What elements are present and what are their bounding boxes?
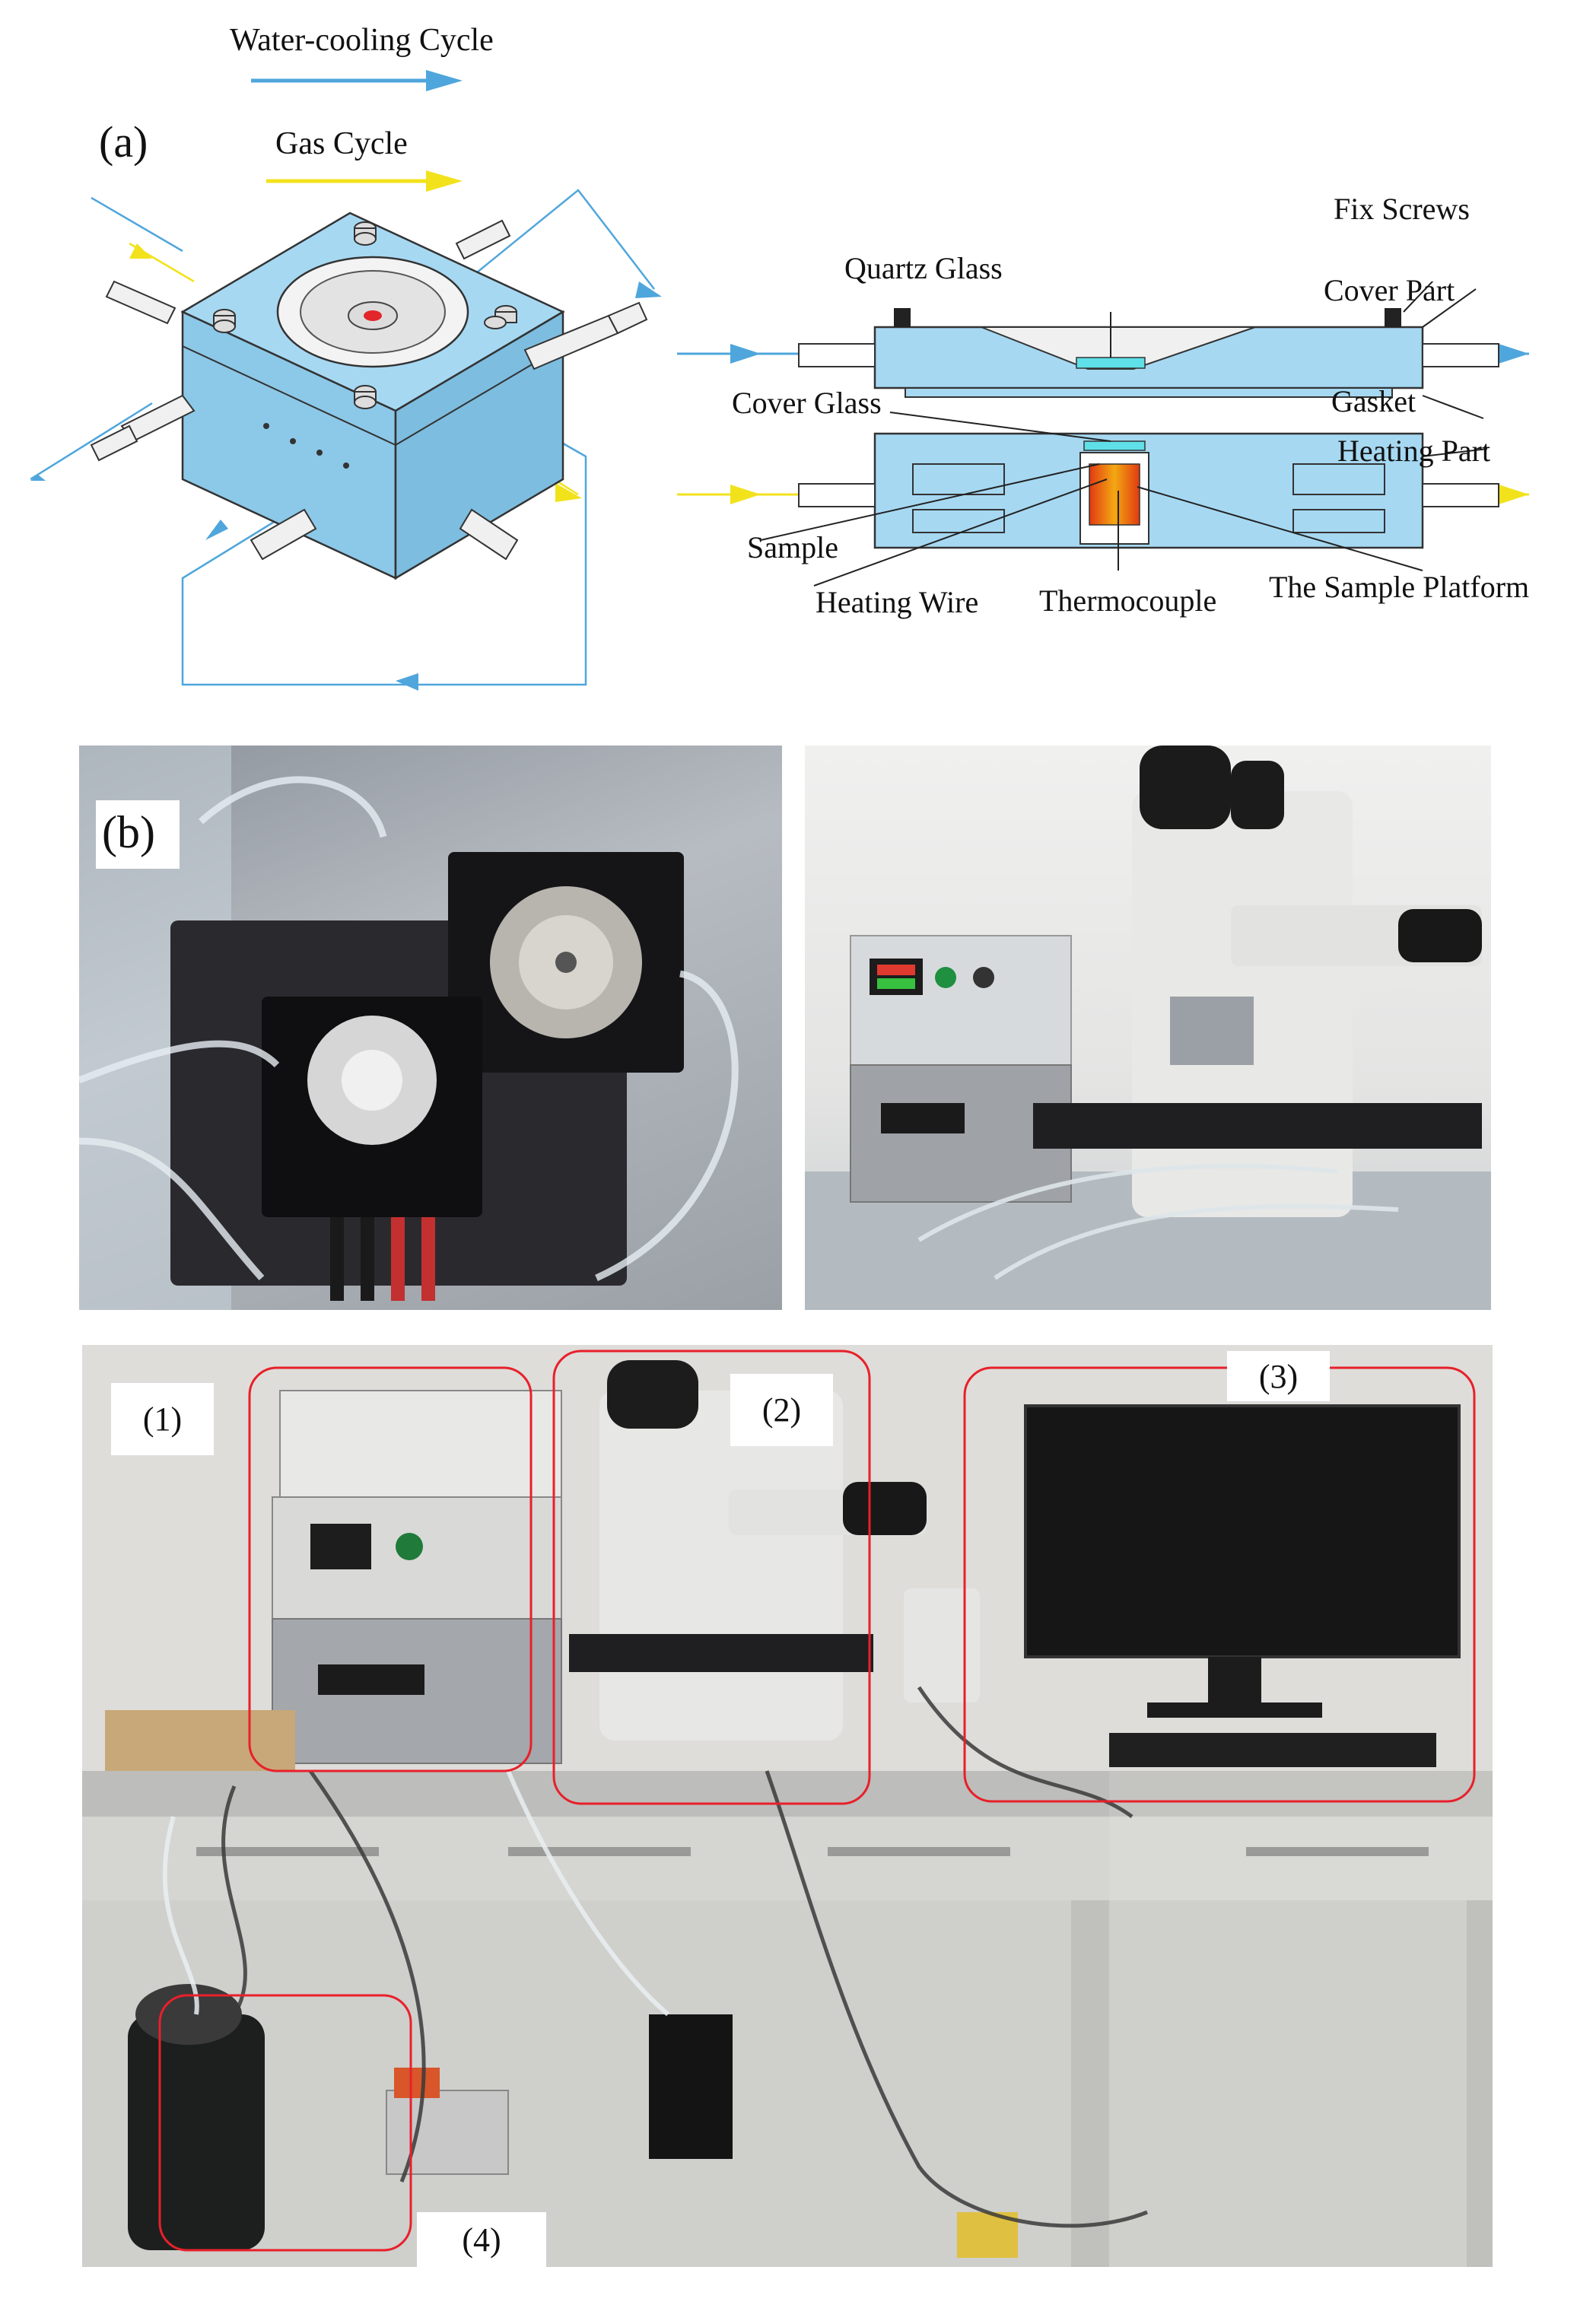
label-cover-glass: Cover Glass (732, 386, 882, 420)
panel-a-tag: (a) (99, 117, 148, 167)
stage-photo-graphic (79, 746, 739, 1310)
label-thermocouple: Thermocouple (1039, 583, 1217, 618)
photo-full-setup: (1) (2) (3) (4) (82, 1345, 1493, 2267)
legend-water-arrow (251, 70, 463, 91)
label-sample: Sample (747, 530, 838, 564)
legend-gas-arrow (266, 170, 463, 192)
label-cover-part: Cover Part (1324, 273, 1455, 307)
label-fix-screws: Fix Screws (1334, 192, 1470, 226)
microscope-photo-graphic (805, 746, 1491, 1310)
setup-tag-3: (3) (1227, 1351, 1330, 1401)
setup-tag-2: (2) (730, 1374, 833, 1446)
panel-a: Water-cooling Cycle (a) Gas Cycle (0, 0, 1577, 715)
stage-isometric-drawing (30, 189, 662, 691)
label-heating-wire: Heating Wire (816, 585, 979, 619)
label-gasket: Gasket (1331, 384, 1416, 418)
label-heating-part: Heating Part (1337, 434, 1491, 468)
stage-cross-section (677, 281, 1529, 587)
label-quartz-glass: Quartz Glass (844, 251, 1003, 285)
setup-tag-1: (1) (111, 1383, 214, 1455)
setup-photo-graphic (82, 1345, 1493, 2267)
label-sample-platform: The Sample Platform (1269, 570, 1530, 604)
panel-b-tag: (b) (102, 807, 155, 857)
legend-water-label: Water-cooling Cycle (230, 23, 494, 58)
setup-tag-4: (4) (417, 2212, 546, 2267)
photo-heating-stage: (b) (79, 746, 782, 1310)
photo-microscope-station (805, 746, 1491, 1310)
legend-gas-label: Gas Cycle (275, 126, 408, 161)
